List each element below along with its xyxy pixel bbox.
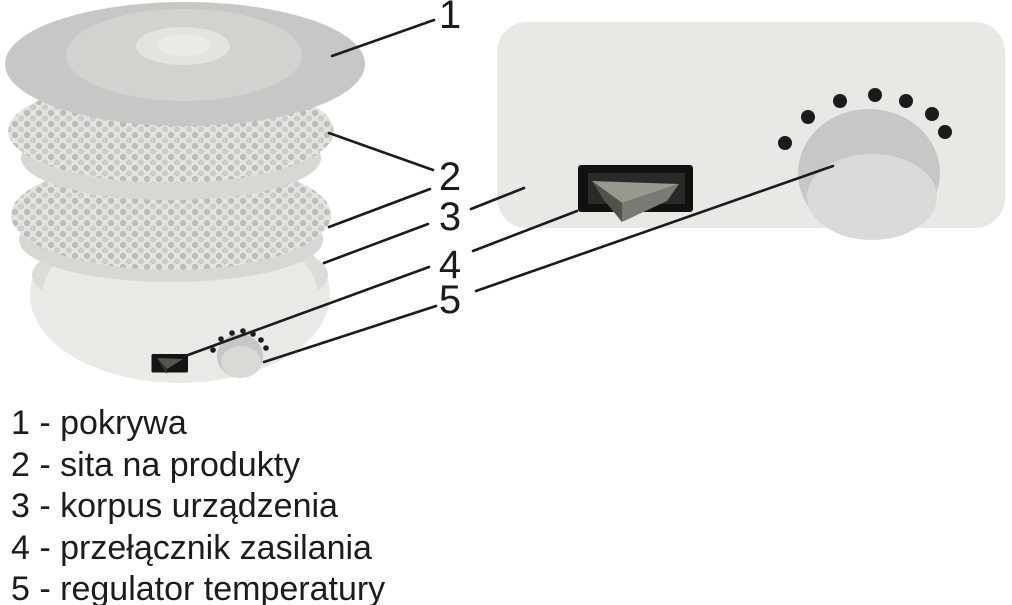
legend-number: 5 [11,570,30,605]
dial-dot [229,330,235,336]
callout-number-5: 5 [439,278,461,322]
legend-separator: - [29,487,61,525]
dial-large-face [807,154,937,240]
callout-number-2: 2 [439,155,461,199]
legend-separator: - [29,528,61,567]
dial-dot [868,88,882,102]
dial-dot [218,336,224,342]
legend-number: 3 [11,487,30,525]
leader-line-5a [262,304,438,364]
dial-small-face [221,346,261,378]
dial-dot [263,345,269,351]
leader-lines [186,18,835,364]
switch-small-rocker [157,358,183,369]
dial-dot [240,328,246,334]
switch-large-rocker-top [592,181,679,203]
dial-dot [833,94,847,108]
legend-separator: - [29,404,61,442]
legend-part-name: pokrywa [60,404,187,442]
leader-line-4a [186,265,431,357]
callout-number-3: 3 [439,195,461,239]
leader-line-3b [469,186,526,211]
dial-dot [925,107,939,121]
legend-number: 4 [11,528,30,567]
legend-number: 2 [11,445,30,484]
legend-part-name: regulator temperatury [60,570,386,605]
dial-dot [778,136,792,150]
diagram-canvas: 1 2 3 4 5 [5,0,1005,383]
legend-part-name: sita na produkty [60,445,301,484]
parts-legend: 1 - pokrywa 2 - sita na produkty 3 - kor… [11,403,385,605]
dial-small-dots [210,328,269,353]
lid [5,2,365,126]
control-panel-closeup [497,22,1005,240]
legend-separator: - [29,570,61,605]
legend-part-name: przełącznik zasilania [60,528,372,567]
legend-item-przelacznik: 4 - przełącznik zasilania [11,528,385,570]
legend-part-name: korpus urządzenia [60,487,338,525]
callout-number-1: 1 [439,0,461,37]
leader-line-5b [474,164,835,293]
leader-line-1 [330,18,436,58]
dial-dot [938,125,952,139]
callout-numbers: 1 2 3 4 5 [439,0,461,322]
temp-dial-large [778,88,952,240]
switch-small-rocker-side [157,358,167,374]
legend-item-pokrywa: 1 - pokrywa [11,403,385,445]
dial-large-dots [778,88,952,150]
leader-line-2b [327,187,432,229]
switch-large-rocker-front [622,184,679,222]
leader-line-4b [471,209,579,253]
dial-dot [801,110,815,124]
temp-dial-small [210,328,269,378]
legend-item-regulator: 5 - regulator temperatury [11,569,385,605]
leader-line-3a [322,222,430,265]
legend-number: 1 [11,404,30,442]
power-switch-large [578,165,693,222]
callout-number-4: 4 [439,243,461,287]
dial-dot [258,337,264,343]
switch-large-rocker-side [592,181,622,222]
legend-item-sita: 2 - sita na produkty [11,445,385,487]
dial-dot [210,347,216,353]
dial-dot [899,94,913,108]
legend-item-korpus: 3 - korpus urządzenia [11,486,385,528]
power-switch-small [151,354,188,374]
lid-center [158,34,210,56]
legend-separator: - [29,445,61,484]
leader-line-2a [327,131,435,172]
